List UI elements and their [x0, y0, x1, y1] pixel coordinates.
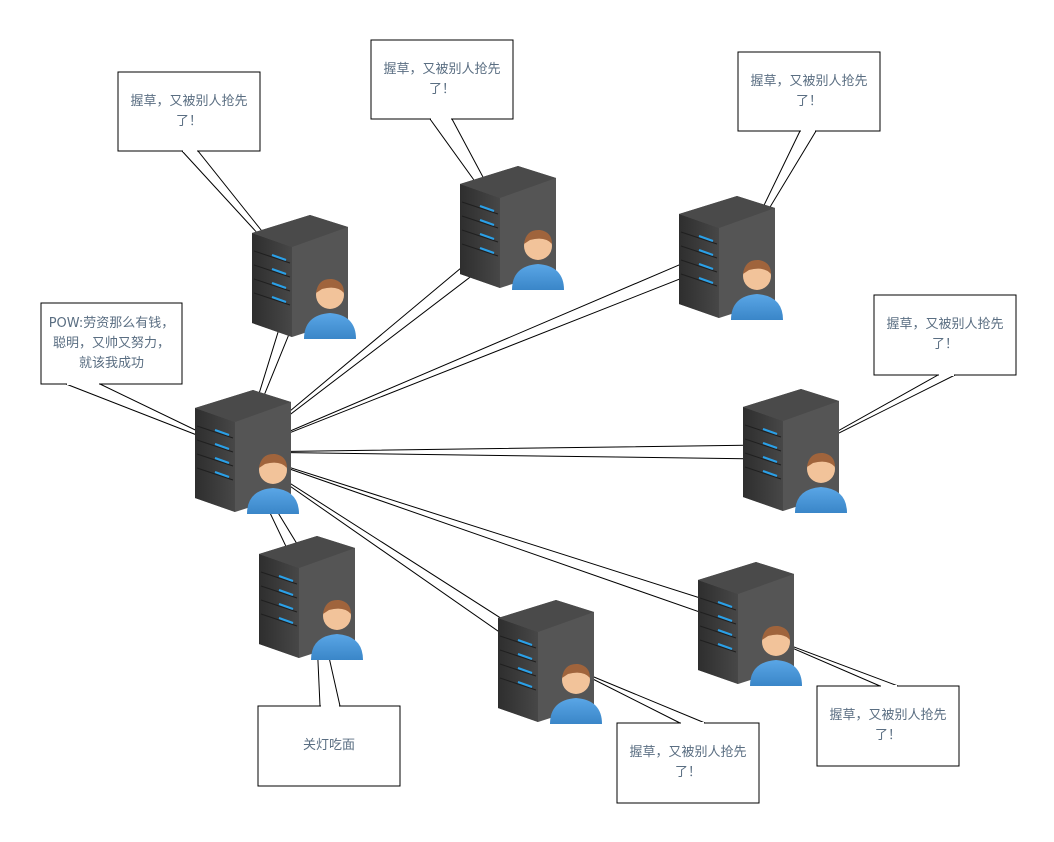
- callout-loser-4: 握草，又被别人抢先了！: [886, 317, 1004, 352]
- miner-node-1: [252, 215, 362, 345]
- miner-node-2: [460, 166, 570, 296]
- callout-box-loser-2: [370, 39, 514, 120]
- callout-box-loser-5: [616, 722, 760, 804]
- miner-node-3: [679, 196, 789, 326]
- callout-loser-6: 握草，又被别人抢先了！: [829, 708, 947, 743]
- callout-loser-2: 握草，又被别人抢先了！: [383, 61, 501, 97]
- callout-box-lights-off: [257, 705, 401, 787]
- miner-node-7: [698, 562, 808, 692]
- callout-loser-3: 握草，又被别人抢先了！: [750, 73, 868, 109]
- miner-node-center: [195, 390, 305, 520]
- callout-loser-5: 握草，又被别人抢先了！: [629, 745, 747, 780]
- miner-node-5: [259, 536, 369, 666]
- callout-loser-1: 握草，又被别人抢先了！: [130, 93, 248, 129]
- callout-pow: POW:劳资那么有钱，聪明，又帅又努力，就该我成功: [48, 315, 175, 371]
- arrow-4: [240, 436, 797, 468]
- callout-lights-off: 关灯吃面: [302, 738, 355, 753]
- miner-node-6: [498, 600, 608, 730]
- miner-node-4: [743, 389, 853, 519]
- callout-box-loser-6: [816, 685, 960, 767]
- callout-box-pow: [40, 302, 183, 385]
- callout-box-loser-3: [737, 51, 881, 132]
- callout-box-loser-1: [117, 71, 261, 152]
